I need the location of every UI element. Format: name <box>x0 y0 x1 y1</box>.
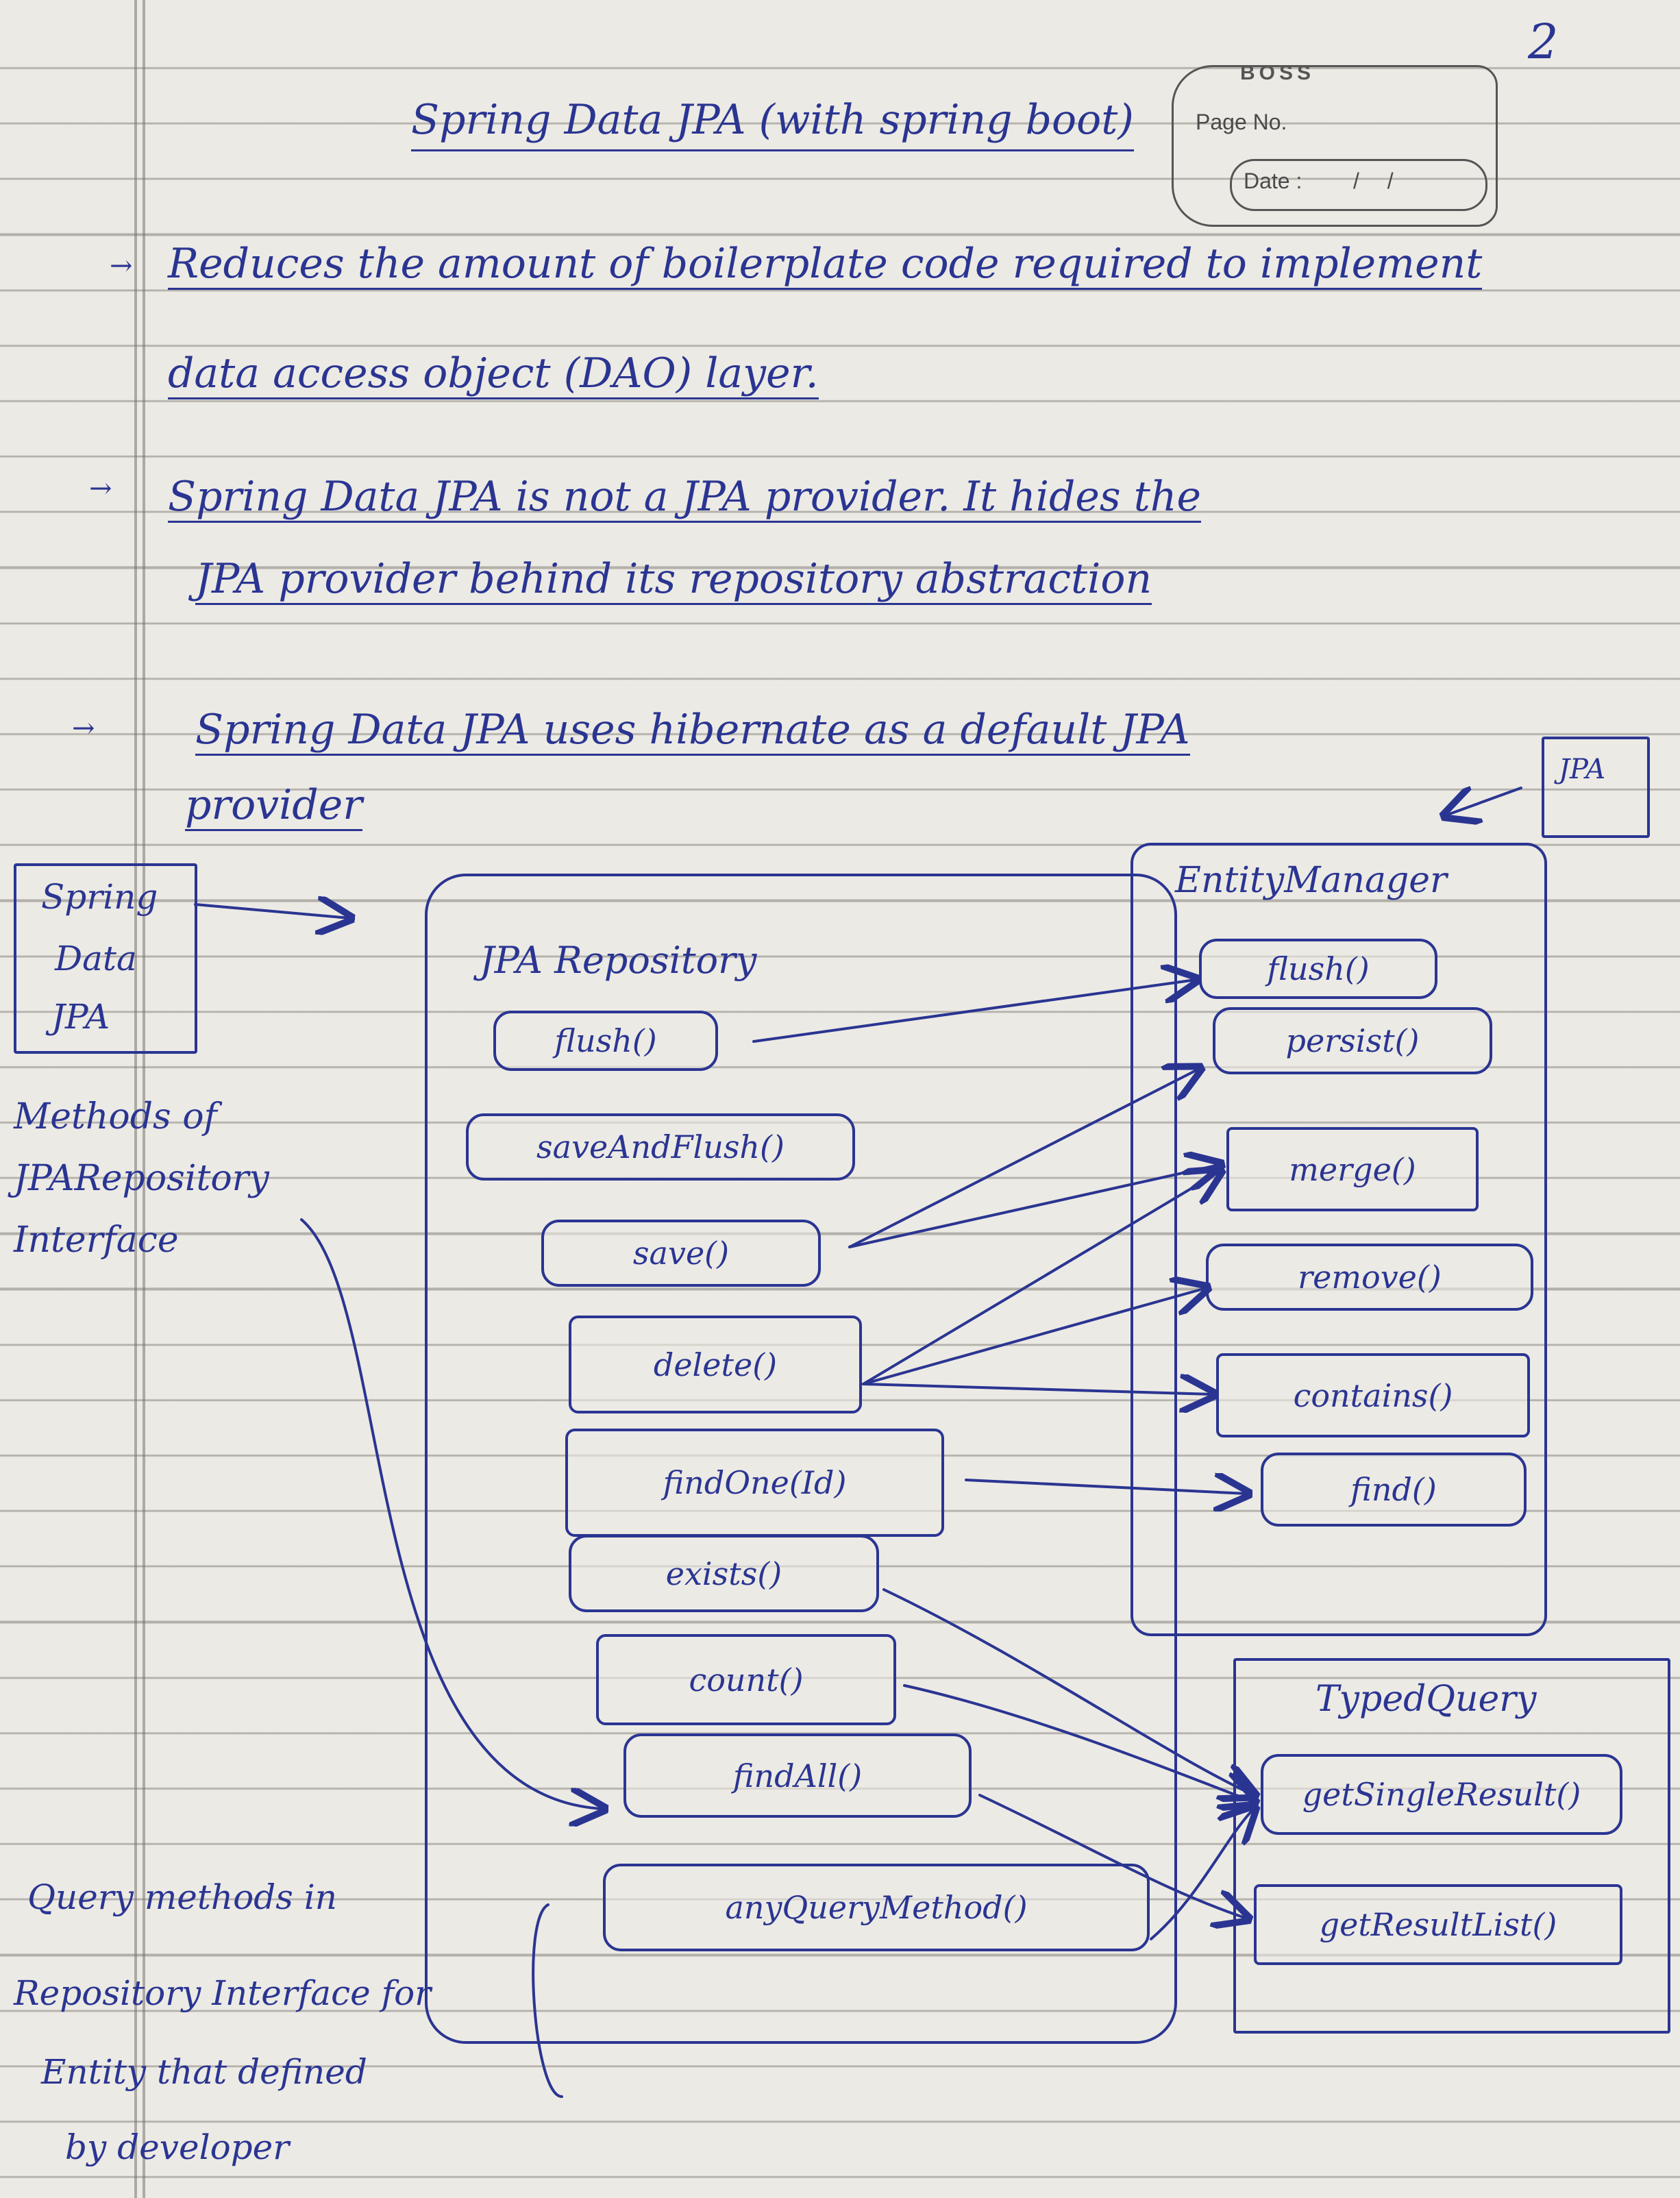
arrow-save-to-merge <box>848 1165 1220 1248</box>
spring-data-label-2: Data <box>55 939 137 978</box>
repo-method-find-one: findOne(Id) <box>565 1429 944 1537</box>
spring-data-label-1: Spring <box>41 877 158 917</box>
em-method-contains: contains() <box>1216 1353 1530 1437</box>
bullet-arrow-1: → <box>110 250 133 282</box>
query-label-1: Query methods in <box>27 1877 337 1917</box>
repo-method-save-and-flush: saveAndFlush() <box>466 1113 855 1181</box>
arrow-jpa-to-entity-manager <box>1446 788 1522 815</box>
bullet-arrow-3: → <box>72 713 95 744</box>
repo-method-find-all: findAll() <box>623 1733 972 1818</box>
entity-manager-title: EntityManager <box>1175 860 1447 901</box>
em-method-remove: remove() <box>1206 1244 1533 1311</box>
margin-line-2 <box>143 0 145 2198</box>
arrow-exists-to-single-result <box>882 1588 1254 1795</box>
em-method-persist: persist() <box>1213 1007 1492 1074</box>
repo-method-any-query-method: anyQueryMethod() <box>603 1864 1150 1951</box>
note-1-line-2: data access object (DAO) layer. <box>168 349 819 399</box>
arrow-find-one-to-find <box>965 1480 1247 1494</box>
jpa-repository-container <box>425 874 1177 2044</box>
query-label-3: Entity that defined <box>41 2052 367 2092</box>
margin-line-1 <box>134 0 137 2198</box>
page-no-label: Page No. <box>1196 110 1287 134</box>
query-label-2: Repository Interface for <box>14 1973 432 2013</box>
repo-method-exists: exists() <box>569 1535 879 1612</box>
typed-query-title: TypedQuery <box>1315 1679 1537 1720</box>
spring-data-jpa-box <box>14 863 197 1054</box>
arrow-save-to-persist <box>848 1069 1199 1248</box>
arrow-query-to-single-result <box>1150 1809 1254 1940</box>
note-1-line-1: Reduces the amount of boilerplate code r… <box>168 240 1483 290</box>
date-label: Date : <box>1244 169 1302 193</box>
arrow-delete-to-remove <box>862 1288 1206 1385</box>
bullet-arrow-2: → <box>89 473 112 504</box>
note-3-line-2: provider <box>185 781 362 831</box>
spring-data-label-3: JPA <box>51 997 110 1037</box>
typed-query-container <box>1233 1658 1670 2034</box>
repo-method-count: count() <box>596 1634 896 1725</box>
note-2-line-2: JPA provider behind its repository abstr… <box>195 555 1152 605</box>
arrow-find-all-to-result-list <box>978 1794 1247 1918</box>
jpa-box-label: JPA <box>1559 754 1606 785</box>
repo-method-flush: flush() <box>493 1011 718 1071</box>
entity-manager-container <box>1131 843 1547 1636</box>
arrow-methods-label-to-repo <box>300 1218 603 1809</box>
tq-method-get-result-list: getResultList() <box>1254 1884 1622 1965</box>
methods-label-1: Methods of <box>14 1096 217 1137</box>
arrow-flush-to-flush <box>752 980 1196 1043</box>
jpa-box <box>1542 737 1650 838</box>
query-label-4: by developer <box>65 2127 290 2167</box>
em-method-flush: flush() <box>1199 939 1437 999</box>
arrow-spring-data-to-repo <box>194 904 349 918</box>
note-2-line-1: Spring Data JPA is not a JPA provider. I… <box>168 473 1202 523</box>
em-method-find: find() <box>1261 1453 1527 1527</box>
page-header-widget <box>1172 65 1498 227</box>
arrow-delete-to-merge <box>862 1172 1220 1385</box>
methods-label-2: JPARepository <box>14 1158 269 1199</box>
corner-mark: 2 <box>1528 14 1559 70</box>
jpa-repository-title: JPA Repository <box>480 939 757 982</box>
arrow-delete-to-contains <box>862 1384 1213 1394</box>
brace-query-methods <box>532 1903 563 2098</box>
methods-label-3: Interface <box>14 1220 179 1261</box>
repo-method-delete: delete() <box>569 1316 862 1413</box>
tq-method-get-single-result: getSingleResult() <box>1261 1754 1622 1835</box>
date-value: / / <box>1353 169 1405 193</box>
em-method-merge: merge() <box>1226 1127 1479 1211</box>
date-field <box>1230 159 1487 211</box>
arrow-count-to-single-result <box>903 1684 1254 1802</box>
repo-method-save: save() <box>541 1220 821 1287</box>
page-title: Spring Data JPA (with spring boot) <box>411 96 1134 151</box>
note-3-line-1: Spring Data JPA uses hibernate as a defa… <box>195 706 1190 756</box>
